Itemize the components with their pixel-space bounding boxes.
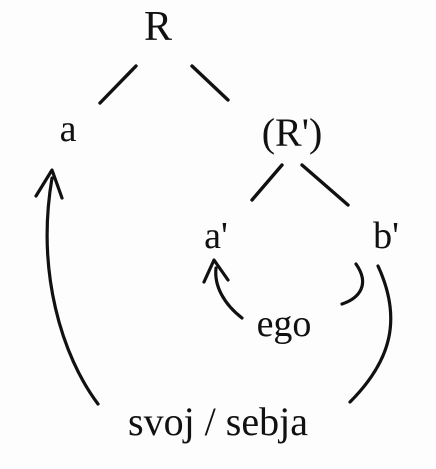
- node-root-label: R: [144, 4, 172, 50]
- node-bprime-label: b': [373, 215, 399, 257]
- edge-r-to-a: [98, 64, 138, 105]
- edge-r-to-rprime: [190, 64, 230, 102]
- link-bprime-to-ego: [340, 262, 365, 306]
- node-svoj-sebja-label: svoj / sebja: [128, 399, 308, 444]
- arrow-head-to-a: [34, 168, 64, 200]
- node-aprime-label: a': [204, 215, 228, 257]
- node-rprime-label: (R'): [262, 110, 323, 155]
- node-a-label: a: [60, 108, 77, 150]
- node-ego-label: ego: [257, 303, 312, 345]
- edge-rprime-to-aprime: [250, 163, 284, 202]
- arrow-head-to-aprime: [202, 258, 230, 284]
- link-bprime-to-svoj: [348, 264, 393, 404]
- arrow-svoj-to-a: [45, 176, 100, 406]
- arrow-ego-to-aprime: [214, 266, 244, 320]
- edge-rprime-to-bprime: [300, 163, 350, 207]
